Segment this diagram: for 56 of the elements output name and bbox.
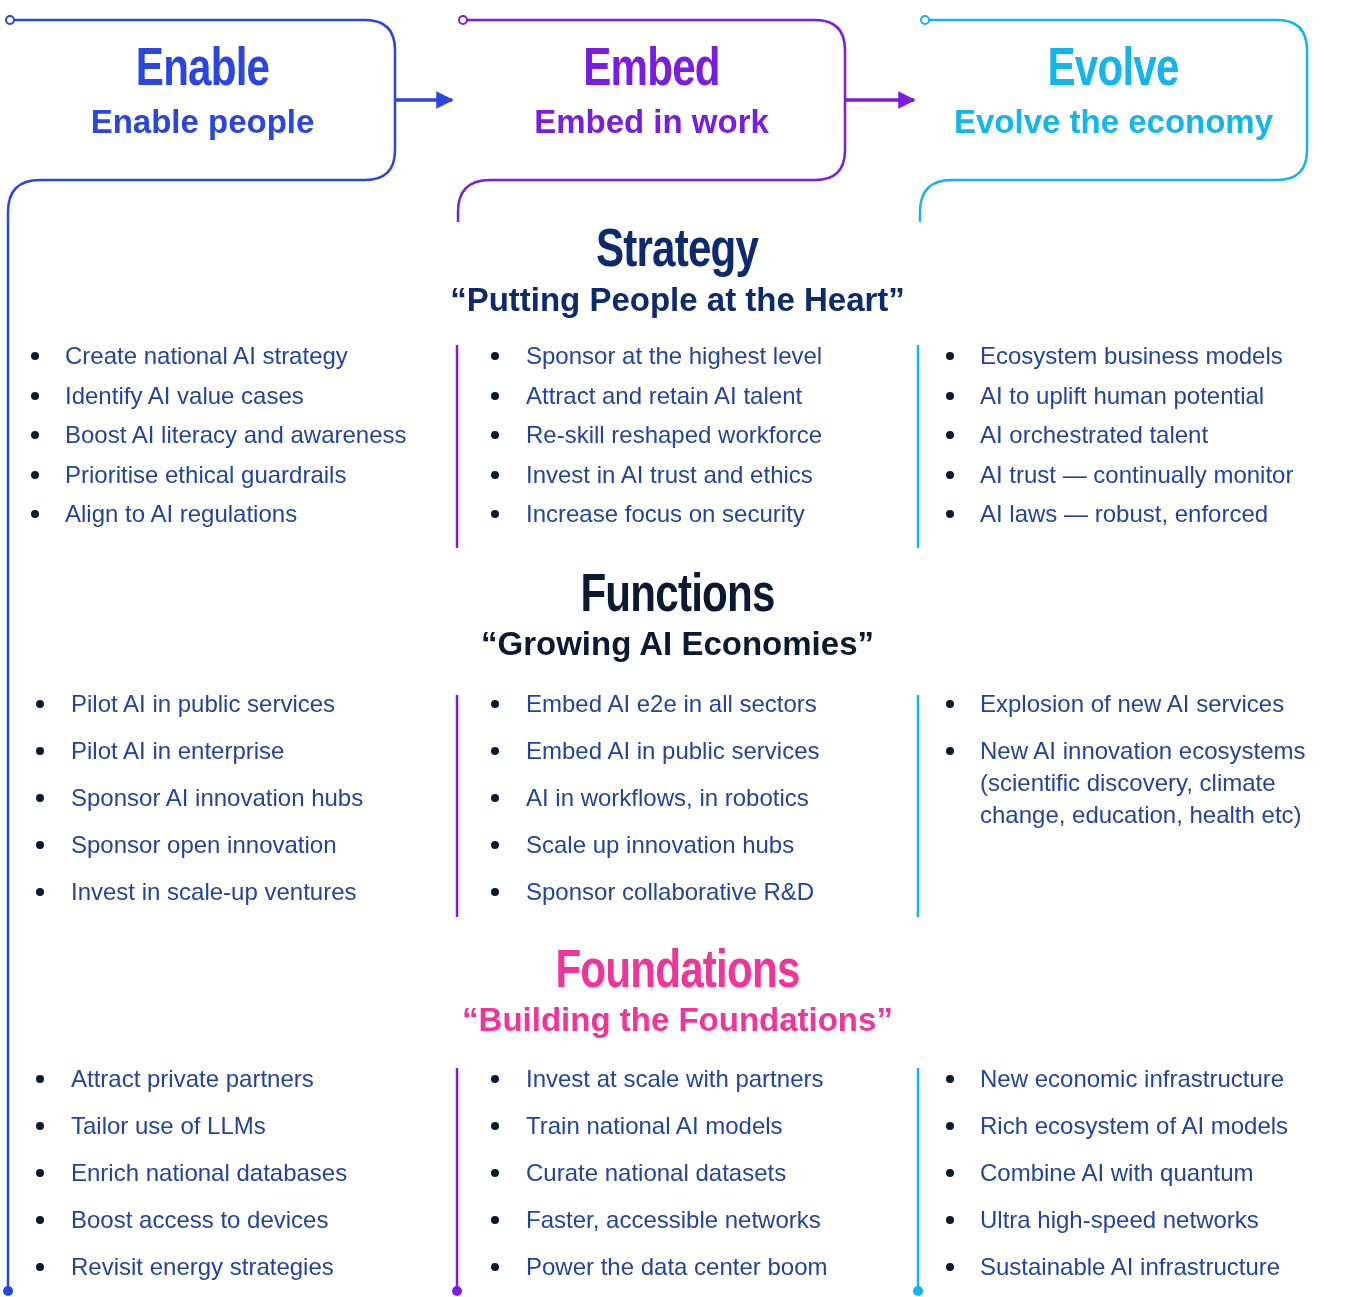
bullet-text: AI trust — continually monitor (980, 460, 1295, 490)
bullet-text: Ecosystem business models (980, 341, 1284, 371)
bullet-text: Rich ecosystem of AI models (980, 1111, 1290, 1141)
bullet-text: Sponsor open innovation (71, 830, 338, 860)
bullet-text: AI to uplift human potential (980, 381, 1266, 411)
bullet-text: Invest in AI trust and ethics (526, 460, 814, 490)
section-subheading: “Putting People at the Heart” (450, 280, 905, 320)
bullet-text: Increase focus on security (526, 499, 806, 529)
bullet-text: Ultra high-speed networks (980, 1205, 1260, 1235)
section-heading: Functions (580, 562, 775, 622)
bullet-text: Invest in scale-up ventures (71, 877, 358, 907)
arrow (395, 91, 454, 109)
bullet-text: Faster, accessible networks (526, 1205, 822, 1235)
bullet-text: AI laws — robust, enforced (980, 499, 1270, 529)
bullet-text: Sponsor AI innovation hubs (71, 783, 365, 813)
bullet-text: Attract and retain AI talent (526, 381, 804, 411)
bullet-text: Invest at scale with partners (526, 1064, 825, 1094)
bullet-text: New AI innovation ecosystems (scientific discovery, climate change, education, health etc) (980, 736, 1307, 830)
bullet-text: Pilot AI in enterprise (71, 736, 286, 766)
bullet-text: AI in workflows, in robotics (526, 783, 810, 813)
bullet-text: Embed AI in public services (526, 736, 821, 766)
bullet-text: New economic infrastructure (980, 1064, 1286, 1094)
bullet-text: Prioritise ethical guardrails (65, 460, 348, 490)
bullet-text: Combine AI with quantum (980, 1158, 1255, 1188)
bullet-text: Tailor use of LLMs (71, 1111, 267, 1141)
bullet-text: Curate national datasets (526, 1158, 788, 1188)
stage-subtitle: Embed in work (534, 102, 769, 142)
bullet-text: Scale up innovation hubs (526, 830, 796, 860)
bullet-text: Power the data center boom (526, 1252, 829, 1282)
stage-title: Embed (583, 36, 720, 96)
bullet-text: Embed AI e2e in all sectors (526, 689, 818, 719)
section-heading: Foundations (555, 938, 800, 998)
stage-subtitle: Evolve the economy (953, 102, 1274, 142)
bullet-text: Sustainable AI infrastructure (980, 1252, 1282, 1282)
bullet-text: Re-skill reshaped workforce (526, 420, 824, 450)
bullet-text: Revisit energy strategies (71, 1252, 335, 1282)
bullet-text: AI orchestrated talent (980, 420, 1210, 450)
bullet-text: Pilot AI in public services (71, 689, 337, 719)
bullet-text: Explosion of new AI services (980, 689, 1286, 719)
bullet-text: Boost AI literacy and awareness (65, 420, 408, 450)
bullet-text: Create national AI strategy (65, 341, 349, 371)
section-subheading: “Growing AI Economies” (481, 624, 874, 664)
bullet-text: Sponsor at the highest level (526, 341, 824, 371)
stage-title: Enable (135, 36, 270, 96)
stage-title: Evolve (1047, 36, 1180, 96)
section-heading: Strategy (596, 217, 759, 277)
bullet-text: Attract private partners (71, 1064, 315, 1094)
bullet-text: Identify AI value cases (65, 381, 305, 411)
bullet-text: Align to AI regulations (65, 499, 299, 529)
bullet-text: Train national AI models (526, 1111, 784, 1141)
bullet-text: Enrich national databases (71, 1158, 349, 1188)
bullet-text: Sponsor collaborative R&D (526, 877, 816, 907)
bullet-text: Boost access to devices (71, 1205, 330, 1235)
stage-subtitle: Enable people (90, 102, 315, 142)
section-subheading: “Building the Foundations” (462, 1000, 893, 1040)
arrow (845, 91, 916, 109)
